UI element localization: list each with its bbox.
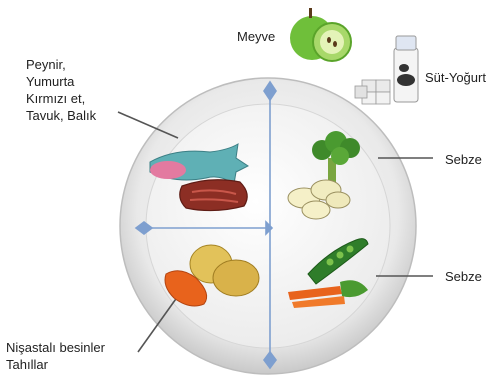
label-starch: Nişastalı besinler Tahıllar — [6, 339, 105, 373]
label-protein-line-4: Tavuk, Balık — [26, 107, 96, 124]
label-protein-line-3: Kırmızı et, — [26, 90, 96, 107]
label-vegetable-bottom-text: Sebze — [445, 269, 482, 284]
label-protein-line-2: Yumurta — [26, 73, 96, 90]
milk-and-yogurt-icon — [355, 36, 418, 104]
label-dairy: Süt-Yoğurt — [425, 69, 486, 86]
label-vegetable-bottom: Sebze — [445, 268, 482, 285]
label-starch-line-2: Tahıllar — [6, 356, 105, 373]
label-starch-line-1: Nişastalı besinler — [6, 339, 105, 356]
label-dairy-text: Süt-Yoğurt — [425, 70, 486, 85]
label-vegetable-top-text: Sebze — [445, 152, 482, 167]
label-fruit-text: Meyve — [237, 29, 275, 44]
green-apple-icon — [290, 8, 351, 61]
label-vegetable-top: Sebze — [445, 151, 482, 168]
label-protein: Peynir, Yumurta Kırmızı et, Tavuk, Balık — [26, 56, 96, 124]
label-fruit: Meyve — [237, 28, 275, 45]
label-protein-line-1: Peynir, — [26, 56, 96, 73]
